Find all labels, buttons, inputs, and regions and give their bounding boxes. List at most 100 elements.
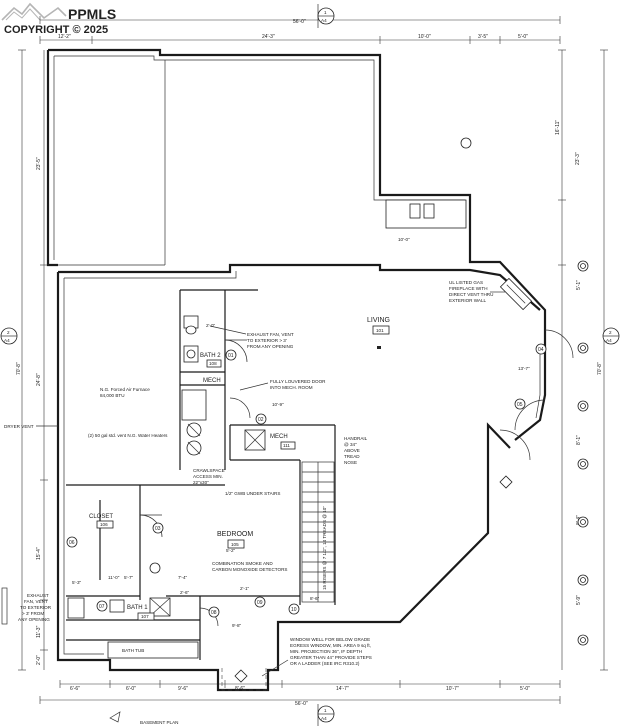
svg-text:MIN. PROJECTION 36", IF DEPTH: MIN. PROJECTION 36", IF DEPTH [290,649,362,654]
window-tag-diamond [499,475,513,489]
room-bath1-num: 107 [141,614,149,619]
room-living-name: LIVING [367,317,390,324]
opening-tag: 03 [152,522,164,534]
svg-text:10: 10 [291,607,297,613]
dim-right-seg: 23'-3" [575,152,581,165]
svg-text:ANY OPENING: ANY OPENING [18,617,50,622]
dim-top-seg: 12'-2" [58,34,71,40]
svg-text:TREAD: TREAD [344,454,360,459]
outlet-icon [377,346,381,349]
inner-dim: 2'-0" [206,323,216,328]
note-furnace: N.G. Forced Air Furnace 84,000 BTU [100,387,150,398]
note-gwb-stairs: 1/2" GWB UNDER STAIRS [225,491,280,496]
dim-right-seg: 5'-9" [576,595,582,605]
svg-text:> 3' FROM: > 3' FROM [22,611,44,616]
bottom-dimensions: 6'-6" 6'-0" 9'-6" 8'-6" 14'-7" 10'-7" 5'… [39,680,561,707]
svg-text:ABOVE: ABOVE [344,448,360,453]
exterior-walls [46,48,547,692]
svg-text:FROM ANY OPENING: FROM ANY OPENING [247,344,294,349]
section-sheet: A4 [321,18,327,23]
note-fireplace: UL LISTED GAS FIREPLACE WITH DIRECT VENT… [449,280,505,303]
section-sheet: A4 [4,338,10,343]
dim-left-seg: 15'-4" [36,547,42,560]
dim-top-seg: 3'-5" [478,34,488,40]
fireplace-icon [499,277,533,311]
room-bath1-name: BATH 1 [127,605,148,611]
toilet-bowl-icon [185,325,197,335]
section-marker-left: 2 A4 [0,327,18,345]
note-detectors: COMBINATION SMOKE AND CARBON MONOXIDE DE… [212,561,287,572]
svg-text:EGRESS WINDOW, MIN. AREA 9 sq: EGRESS WINDOW, MIN. AREA 9 sq ft, [290,643,371,648]
room-labels: LIVING 101 BATH 2 108 MECH MECH 111 BEDR… [89,317,390,653]
opening-tag: 01 [225,349,237,361]
dim-left-seg: 11'-3" [36,625,42,638]
window-tag-diamond [234,669,248,683]
note-exhaust-fan-2: EXHAUST FAN, VENT TO EXTERIOR > 3' FROM … [209,325,294,349]
top-dimensions: 56'-0" 12'-2" 24'-3" 10'-0" 3'-5" 5'-0" [39,16,561,44]
section-num: 1 [324,708,327,713]
svg-text:COMBINATION SMOKE AND: COMBINATION SMOKE AND [212,561,273,566]
doors [139,329,574,627]
column-icon [149,562,161,574]
dim-top-seg: 10'-0" [418,34,431,40]
inner-dim: 11'-0" [108,575,120,580]
room-closet-num: 106 [100,522,108,527]
bottom-caption: BASEMENT PLAN [140,720,178,725]
svg-text:CARBON MONOXIDE DETECTORS: CARBON MONOXIDE DETECTORS [212,567,287,572]
svg-text:TO EXTERIOR > 3': TO EXTERIOR > 3' [247,338,287,343]
inner-dim: 5'-7" [124,575,134,580]
dim-overall-right: 70'-8" [597,362,603,375]
inner-dim: 8'-6" [310,596,320,601]
dim-bottom-seg: 6'-0" [126,686,136,692]
section-sheet: A4 [321,716,327,721]
svg-text:OR A LADDER (SEE IRC R310.2): OR A LADDER (SEE IRC R310.2) [290,661,360,666]
svg-text:02: 02 [258,417,264,423]
dim-bottom-seg: 10'-7" [446,686,459,692]
svg-text:05: 05 [517,402,523,408]
note-dryer-vent: DRYER VENT [4,424,34,429]
room-mech-name: MECH [270,434,288,440]
svg-text:HANDRAIL: HANDRAIL [344,436,368,441]
column-icon [460,137,472,149]
watermark-brand: PPMLS [68,6,116,22]
note-water-heaters: (2) 50 gal std. vent N.G. Water Heaters [88,433,168,438]
furnace-icon [181,389,207,421]
dim-left-seg: 23'-5" [36,157,42,170]
room-bedroom-num: 105 [231,542,239,547]
note-crawlspace: CRAWLSPACE ACCESS MIN. 22"x30" [193,468,225,485]
watermark-copyright: COPYRIGHT © 2025 [4,24,108,36]
inner-dim: 13'-7" [518,366,530,371]
room-mech-small-name: MECH [203,378,221,384]
svg-text:ACCESS MIN.: ACCESS MIN. [193,474,223,479]
opening-tags: 01 02 03 04 05 06 07 08 09 10 [66,343,547,683]
dim-left-seg: 24'-8" [36,373,42,386]
inner-dimensions: 2'-0" 10'-9" 5'-2" 2'-1" 11'-0" 5'-7" 7'… [72,237,530,628]
svg-text:09: 09 [257,600,263,606]
inner-dim: 10'-0" [398,237,410,242]
opening-tag: 09 [254,596,266,608]
inner-dim: 2'-1" [240,586,250,591]
svg-text:N.G. Forced Air Furnace: N.G. Forced Air Furnace [100,387,150,392]
stair-spec: 15 RISERS @ 7 1/2", 14 TREADS @ 10" [322,506,327,590]
svg-text:01: 01 [228,353,234,359]
svg-text:22"x30": 22"x30" [193,480,209,485]
grid-bubbles-right [577,260,589,646]
svg-text:08: 08 [211,610,217,616]
dim-right-seg: 8'-1" [576,435,582,445]
svg-text:@ 34": @ 34" [344,442,357,447]
svg-text:FAN, VENT: FAN, VENT [24,599,48,604]
annotations: UL LISTED GAS FIREPLACE WITH DIRECT VENT… [1,280,505,725]
interior-walls [66,289,336,660]
dim-right-seg: 5'-1" [576,280,582,290]
section-marker-top: 1 A4 [317,4,335,28]
svg-text:07: 07 [99,604,105,610]
opening-tag: 07 [96,600,108,612]
note-exhaust-fan-1: EXHAUST FAN, VENT TO EXTERIOR > 3' FROM … [1,587,52,625]
dim-top-seg: 24'-3" [262,34,275,40]
svg-text:04: 04 [538,347,544,353]
room-mech-num: 111 [283,443,290,448]
left-dimensions: 23'-5" 24'-8" 15'-4" 11'-3" 2'-0" 70'-8" [16,49,48,671]
svg-text:FULLY LOUVERED DOOR: FULLY LOUVERED DOOR [270,379,326,384]
opening-tag: 10 [288,603,300,615]
